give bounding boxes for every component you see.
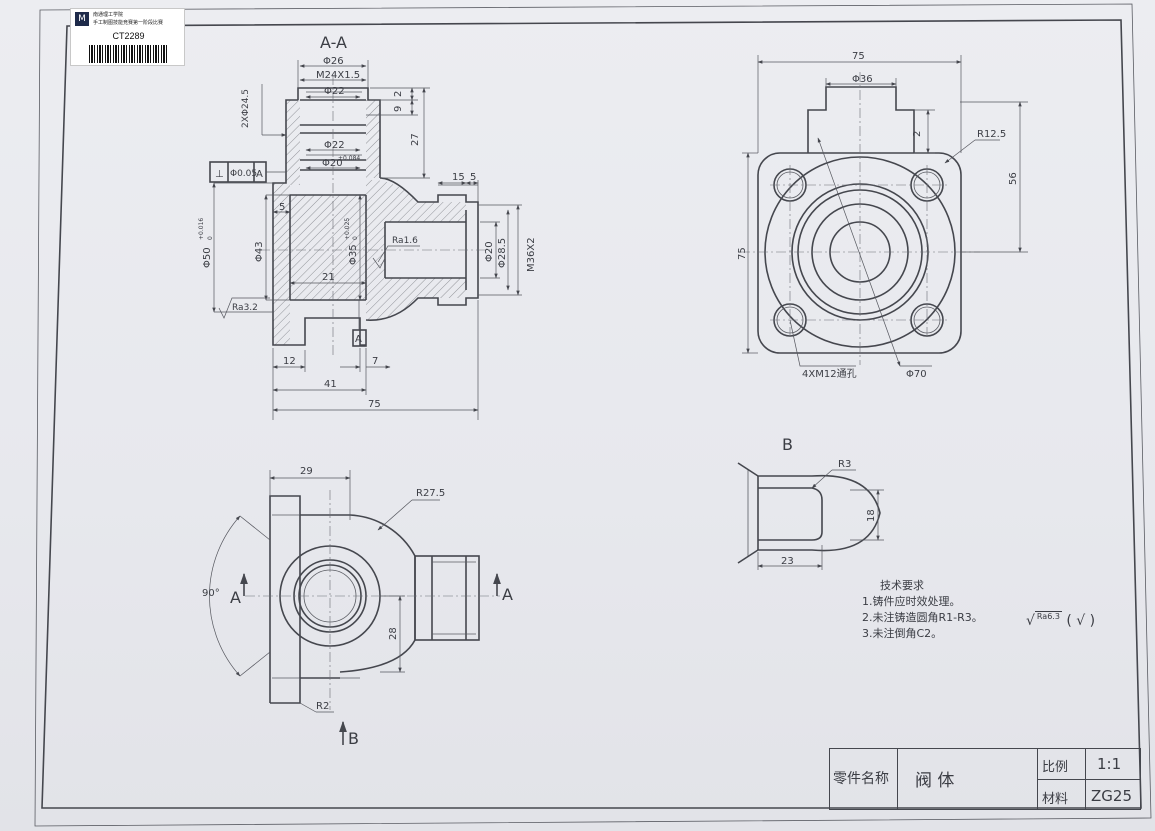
- section-view-a-a: [260, 75, 490, 355]
- end-view-texts: 75 Φ36 2 R12.5 56 75 4XM12通孔 Φ70: [737, 51, 1019, 380]
- dim-r27-5: R27.5: [416, 488, 445, 499]
- cut-label-left: A: [230, 588, 241, 607]
- dim-seventyfive-top: 75: [852, 51, 865, 62]
- dim-r12-5: R12.5: [977, 129, 1006, 140]
- dim-twentyone: 21: [322, 272, 335, 283]
- cut-label-right: A: [502, 585, 513, 604]
- dim-d35-tol-lower: 0: [352, 236, 359, 240]
- dim-m36: M36X2: [526, 237, 537, 272]
- school-logo: M: [75, 12, 89, 26]
- dim-twentyseven: 27: [410, 133, 421, 146]
- title-block: 零件名称 阀 体 比例 1:1 材料 ZG25: [829, 748, 1141, 810]
- barcode: [89, 45, 169, 63]
- dim-thread: M24X1.5: [316, 70, 360, 81]
- section-outline-top: [297, 87, 381, 178]
- dim-five-top: 5: [470, 172, 476, 183]
- dim-fifteen: 15: [452, 172, 465, 183]
- end-view-dimensions: [742, 55, 1028, 367]
- section-texts: A-A Φ26 M24X1.5 Φ22 Φ22 Φ20 +0.084 2 9 2…: [198, 33, 537, 410]
- gtol-symbol: ⊥: [215, 169, 224, 180]
- top-view-texts: 29 R27.5 90° A A 28 R2 B: [202, 466, 513, 748]
- dim-d20-tol: Φ20: [322, 158, 343, 169]
- end-view: [740, 72, 980, 365]
- dim-d50-tol-lower: 0: [207, 236, 214, 240]
- view-b-title: B: [782, 435, 793, 454]
- ra3-2-label: Ra3.2: [232, 303, 258, 313]
- dim-d43: Φ43: [254, 241, 265, 262]
- dim-twentyeight: 28: [388, 627, 399, 640]
- dim-twentynine: 29: [300, 466, 313, 477]
- dim-d28-5: Φ28.5: [497, 238, 508, 268]
- dim-fiftysix: 56: [1008, 172, 1019, 185]
- inner-border: [41, 19, 1142, 809]
- scale-value: 1:1: [1097, 755, 1122, 773]
- dim-twentythree: 23: [781, 556, 794, 567]
- dim-two-right: 2: [912, 131, 923, 137]
- school-name: 南通理工学院: [93, 12, 124, 18]
- global-roughness: √Ra6.3 ( √ ): [1026, 611, 1096, 629]
- dim-fortyone: 41: [324, 379, 337, 390]
- barcode-label: M 南通理工学院 手工制图技能竞赛第一阶段比赛 CT2289: [70, 8, 185, 66]
- dim-r2: R2: [316, 701, 329, 712]
- dim-seventyfive-bottom: 75: [368, 399, 381, 410]
- dim-holes-4x: 4XM12通孔: [802, 368, 857, 380]
- note-item: 3.未注倒角C2。: [862, 627, 943, 640]
- section-dimensions: [209, 60, 522, 420]
- dim-d20-side: Φ20: [484, 241, 495, 262]
- note-item: 1.铸件应时效处理。: [862, 595, 961, 608]
- top-view: [245, 490, 500, 710]
- dim-d26: Φ26: [323, 56, 344, 67]
- notes-title: 技术要求: [880, 579, 924, 592]
- gtol-datum: A: [256, 169, 263, 180]
- contest-name: 手工制图技能竞赛第一阶段比赛: [93, 20, 164, 26]
- view-b-dimensions: [757, 469, 884, 570]
- drawing-code: CT2289: [112, 31, 145, 41]
- dim-d22-top: Φ22: [324, 86, 345, 97]
- view-b-arrow-label: B: [348, 729, 359, 748]
- view-b-texts: B R3 18 23: [781, 435, 877, 567]
- view-b: [737, 462, 881, 564]
- dim-two: 2: [393, 91, 404, 97]
- part-name-label: 零件名称: [833, 771, 889, 787]
- scale-label: 比例: [1042, 760, 1069, 775]
- ra1-6-label: Ra1.6: [392, 236, 418, 246]
- dim-eighteen: 18: [866, 509, 877, 522]
- material-label: 材料: [1042, 792, 1069, 807]
- note-item: 2.未注铸造圆角R1-R3。: [862, 611, 983, 624]
- dim-ninety: 90°: [202, 588, 220, 599]
- roughness-suffix: ( √ ): [1066, 613, 1096, 629]
- dim-five-left: 5: [279, 202, 285, 213]
- dim-d50-tol-upper: +0.016: [198, 218, 205, 240]
- section-title: A-A: [320, 33, 347, 52]
- dim-twelve: 12: [283, 356, 296, 367]
- dim-nine: 9: [393, 106, 404, 112]
- part-name-value: 阀 体: [915, 771, 955, 791]
- material-value: ZG25: [1091, 787, 1132, 805]
- datum-a-label: A: [355, 334, 362, 345]
- dim-d35-tol-upper: +0.025: [344, 218, 351, 240]
- technical-requirements: 技术要求 1.铸件应时效处理。 2.未注铸造圆角R1-R3。 3.未注倒角C2。: [862, 578, 983, 642]
- dim-d35-tol: Φ35: [348, 244, 359, 265]
- dim-d36-top: Φ36: [852, 74, 873, 85]
- dim-d70: Φ70: [906, 369, 927, 380]
- outer-border: [34, 3, 1152, 827]
- gtol-value: Φ0.05: [230, 169, 257, 179]
- dim-d20-tol-upper: +0.084: [338, 155, 360, 162]
- dim-r3: R3: [838, 459, 851, 470]
- dim-d22-mid: Φ22: [324, 140, 345, 151]
- dim-d50-tol: Φ50: [202, 247, 213, 268]
- dim-holes-2x: 2XΦ24.5: [241, 89, 251, 128]
- roughness-value: Ra6.3: [1034, 611, 1062, 621]
- dim-seventyfive-left: 75: [737, 247, 748, 260]
- top-view-dimensions: [209, 470, 501, 745]
- dim-seven: 7: [372, 356, 378, 367]
